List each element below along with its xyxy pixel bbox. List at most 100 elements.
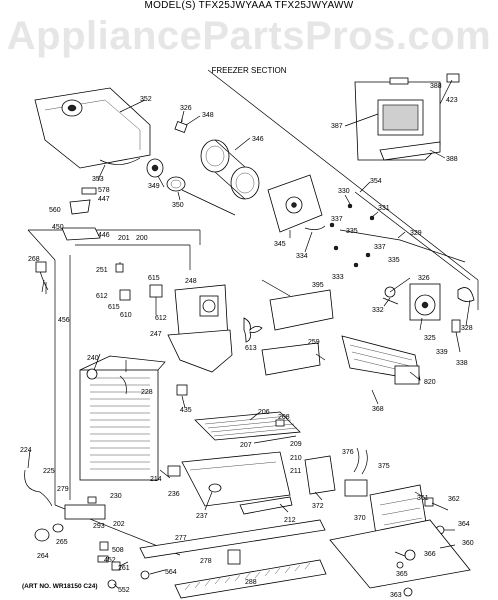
part-label: 615 — [148, 275, 160, 282]
part-label: 208 — [278, 414, 290, 421]
part-label: 268 — [28, 256, 40, 263]
part-label: 354 — [370, 178, 382, 185]
part-label: 259 — [308, 339, 320, 346]
part-label: 261 — [118, 565, 130, 572]
part-label: 376 — [342, 449, 354, 456]
part-label: 224 — [20, 447, 32, 454]
part-label: 353 — [92, 176, 104, 183]
part-label: 326 — [418, 275, 430, 282]
auger-coupling-part — [174, 121, 188, 133]
part-label: 209 — [290, 441, 302, 448]
part-label: 363 — [390, 592, 402, 599]
shelf-part — [194, 411, 301, 441]
part-label: 349 — [148, 183, 160, 190]
part-label: 225 — [43, 468, 55, 475]
part-label: 334 — [296, 253, 308, 260]
part-label: 337 — [374, 244, 386, 251]
part-label: 612 — [96, 293, 108, 300]
shelf-support-part — [275, 419, 285, 427]
part-label: 201 — [118, 235, 130, 242]
part-label: 456 — [58, 317, 70, 324]
part-label: 248 — [185, 278, 197, 285]
part-label: 338 — [456, 360, 468, 367]
toe-grille-bracket-part — [64, 504, 106, 520]
part-label: 247 — [150, 331, 162, 338]
leader-lines — [27, 79, 471, 589]
basket-part — [181, 451, 293, 515]
part-label: 210 — [290, 455, 302, 462]
part-label: 564 — [165, 569, 177, 576]
part-label: 335 — [346, 228, 358, 235]
ice-bucket-part — [34, 87, 151, 169]
part-label: 337 — [331, 216, 343, 223]
part-label: 578 — [98, 187, 110, 194]
part-label: 329 — [410, 230, 422, 237]
switch-part — [149, 284, 163, 298]
part-label: 375 — [378, 463, 390, 470]
part-label: 325 — [424, 335, 436, 342]
dispenser-door-part — [354, 73, 460, 161]
light-socket-part — [119, 289, 131, 301]
part-label: 360 — [462, 540, 474, 547]
part-label: 368 — [372, 406, 384, 413]
part-label: 366 — [424, 551, 436, 558]
part-label: 228 — [141, 389, 153, 396]
part-label: 200 — [136, 235, 148, 242]
part-label: 395 — [312, 282, 324, 289]
part-number-labels: 352 326 348 346 387 388 423 388 354 353 … — [20, 83, 474, 599]
part-label: 330 — [338, 188, 350, 195]
part-label: 560 — [49, 207, 61, 214]
part-label: 211 — [290, 468, 301, 475]
part-label: 435 — [180, 407, 192, 414]
part-label: 264 — [37, 553, 49, 560]
heater-harness-part — [35, 261, 49, 294]
toe-grille-part — [174, 559, 327, 599]
part-label: 388 — [446, 156, 458, 163]
damper-bracket-part — [61, 227, 101, 241]
part-label: 820 — [424, 379, 436, 386]
part-label: 335 — [388, 257, 400, 264]
evaporator-cover-lower-part — [261, 342, 321, 376]
part-label: 370 — [354, 515, 366, 522]
art-number: (ART NO. WR18150 C24) — [22, 583, 98, 590]
evaporator-cover-part — [269, 289, 334, 331]
control-board-part — [344, 479, 368, 497]
part-label: 387 — [331, 123, 343, 130]
part-label: 332 — [372, 307, 384, 314]
part-label: 350 — [172, 202, 184, 209]
auger-spring-part — [166, 176, 186, 192]
model-title: MODEL(S) TFX25JWYAAA TFX25JWYAWW — [144, 0, 354, 11]
part-label: 508 — [112, 547, 124, 554]
icemaker-part — [341, 335, 421, 385]
part-label: 348 — [202, 112, 214, 119]
fan-shroud-part — [167, 329, 233, 373]
part-label: 388 — [430, 83, 442, 90]
bracket-part — [81, 187, 97, 195]
part-label: 365 — [396, 571, 408, 578]
motor-assembly-part — [409, 283, 441, 321]
part-label: 240 — [87, 355, 99, 362]
drain-tube-part — [24, 469, 53, 507]
part-label: 345 — [274, 241, 286, 248]
part-label: 214 — [150, 476, 162, 483]
part-label: 326 — [180, 105, 192, 112]
actuator-rod-part — [339, 229, 466, 263]
part-label: 450 — [52, 224, 64, 231]
part-label: 236 — [168, 491, 180, 498]
part-label: 331 — [378, 205, 390, 212]
part-label: 352 — [140, 96, 152, 103]
part-label: 212 — [284, 517, 296, 524]
part-label: 346 — [252, 136, 264, 143]
part-label: 552 — [118, 587, 130, 594]
part-label: 251 — [96, 267, 108, 274]
part-label: 610 — [120, 312, 132, 319]
part-label: 237 — [196, 513, 208, 520]
part-label: 423 — [446, 97, 458, 104]
section-title: FREEZER SECTION — [211, 66, 287, 75]
watermark: AppliancePartsPros.com — [6, 14, 492, 58]
part-label: 279 — [57, 486, 69, 493]
part-label: 446 — [98, 232, 110, 239]
part-label: 333 — [332, 274, 344, 281]
part-label: 202 — [113, 521, 125, 528]
